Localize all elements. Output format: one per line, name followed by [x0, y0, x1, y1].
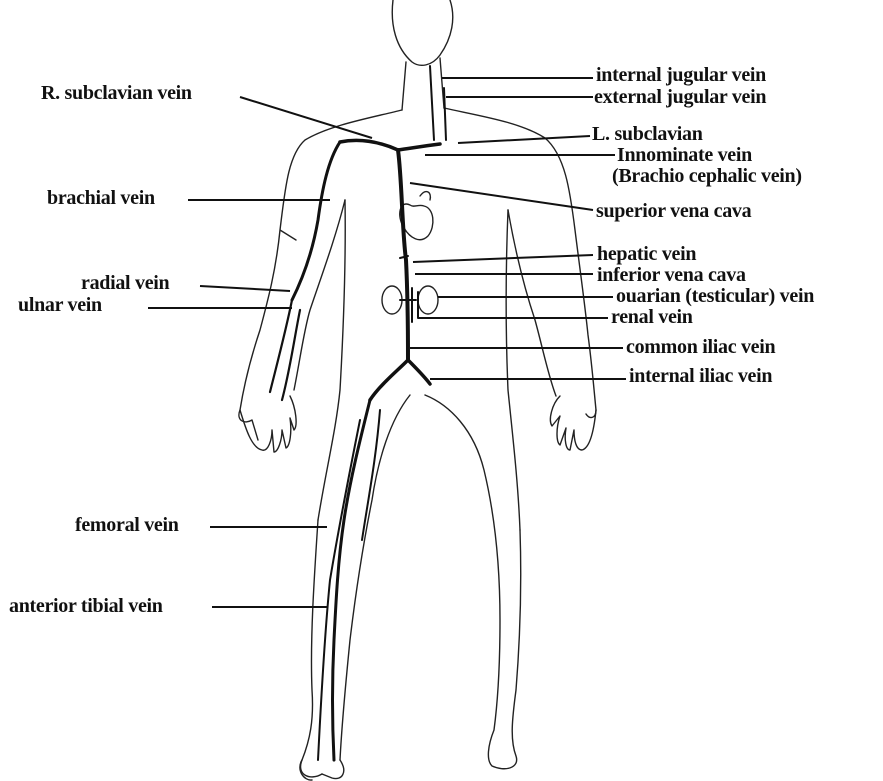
label-internal-iliac-vein: internal iliac vein	[629, 366, 772, 387]
right-arm-veins	[292, 142, 340, 300]
right-inner-arm	[294, 200, 345, 390]
label-renal-vein: renal vein	[611, 307, 693, 328]
right-hand-outline	[240, 396, 296, 452]
label-innominate-vein: Innominate vein	[617, 145, 752, 166]
leader-superior-vena-cava	[410, 183, 593, 210]
label-femoral-vein: femoral vein	[75, 515, 179, 536]
left-hand-outline	[550, 396, 596, 450]
label-r-subclavian-vein: R. subclavian vein	[41, 83, 232, 104]
leader-r-subclavian	[240, 97, 372, 138]
femoral-vein	[333, 400, 371, 760]
label-hepatic-vein: hepatic vein	[597, 244, 696, 265]
body-outline	[239, 0, 596, 780]
leader-radial	[200, 286, 290, 291]
left-leg-outline	[425, 395, 521, 769]
right-foot-outline	[300, 760, 344, 780]
leader-hepatic	[413, 255, 593, 262]
heart-inner	[420, 192, 430, 200]
vena-cava-trunk	[398, 150, 408, 360]
leader-lines	[148, 78, 626, 607]
label-ulnar-vein: ulnar vein	[18, 295, 102, 316]
label-external-jugular-vein: external jugular vein	[594, 87, 766, 108]
label-brachial-vein: brachial vein	[47, 188, 155, 209]
common-iliac-veins	[370, 360, 430, 400]
right-leg-outline	[301, 395, 410, 777]
label-ovarian-testicular-vein: ouarian (testicular) vein	[616, 286, 814, 307]
label-superior-vena-cava: superior vena cava	[596, 201, 751, 222]
subclavian-veins	[340, 140, 440, 150]
head-outline	[392, 0, 453, 65]
label-common-iliac-vein: common iliac vein	[626, 337, 775, 358]
leg-vein-branches	[318, 410, 380, 760]
vein-paths	[270, 66, 446, 760]
left-inner-arm	[508, 210, 556, 396]
label-radial-vein: radial vein	[81, 273, 169, 294]
label-inferior-vena-cava: inferior vena cava	[597, 265, 746, 286]
label-anterior-tibial-vein: anterior tibial vein	[9, 596, 163, 617]
left-kidney	[418, 286, 438, 314]
leader-l-subclavian	[458, 136, 590, 143]
label-l-subclavian: L. subclavian	[592, 124, 703, 145]
label-brachio-cephalic-vein: (Brachio cephalic vein)	[612, 166, 802, 187]
label-internal-jugular-vein: internal jugular vein	[596, 65, 766, 86]
